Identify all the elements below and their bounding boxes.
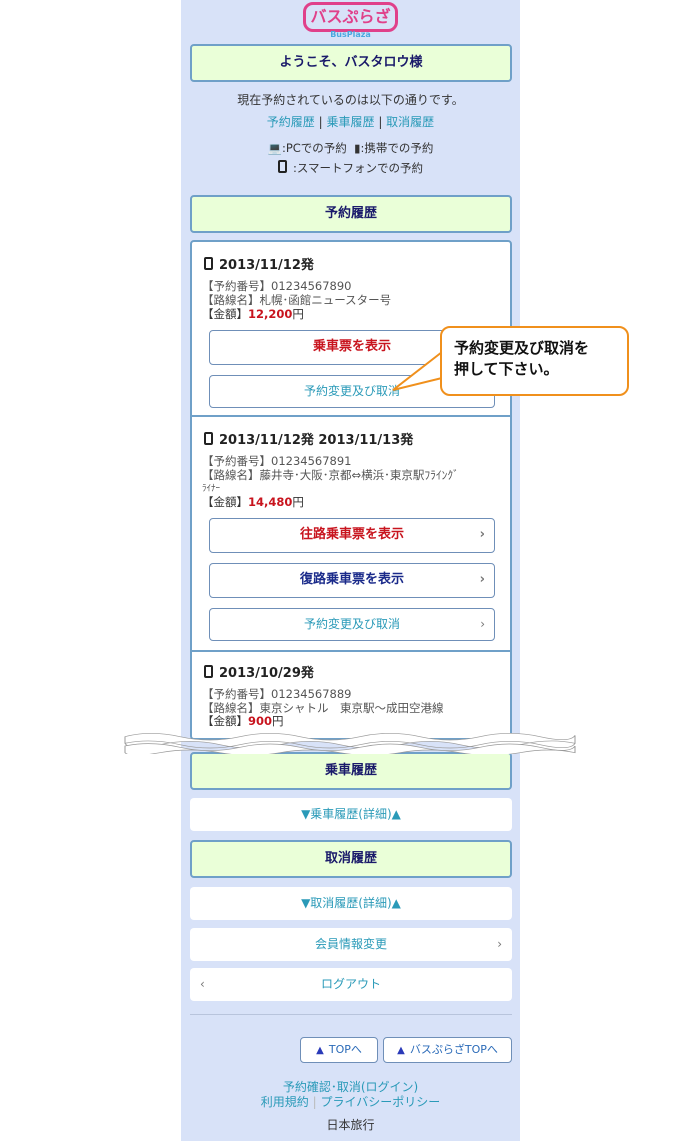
mobile-page: バスぷらざ BusPlaza ようこそ、バスタロウ様 現在予約されているのは以下… <box>181 0 520 1141</box>
logo-bus-mark: バスぷらざ <box>303 2 398 32</box>
reservation-number: 01234567890 <box>271 279 352 293</box>
legend-mobile: :携帯での予約 <box>360 141 434 155</box>
callout-pointer <box>392 351 443 391</box>
route-name: 東京シャトル 東京駅～成田空港線 <box>259 701 444 715</box>
smartphone-icon <box>204 432 213 445</box>
label: 予約変更及び取消 <box>303 617 400 631</box>
triangle-up-icon: ▲ <box>316 1045 324 1056</box>
departure-date: 2013/11/12発 2013/11/13発 <box>219 433 414 448</box>
amount: 12,200 <box>248 307 293 321</box>
pc-icon: 💻 <box>267 141 282 155</box>
footer-privacy-link[interactable]: プライバシーポリシー <box>320 1095 441 1109</box>
chevron-right-icon: › <box>479 527 485 542</box>
footer-terms-link[interactable]: 利用規約 <box>260 1095 309 1109</box>
label: 【路線名】 <box>202 468 260 482</box>
label: 【予約番号】 <box>202 279 271 293</box>
footer-company: 日本旅行 <box>326 1118 375 1132</box>
divider <box>190 1014 512 1015</box>
legend-pc: :PCでの予約 <box>281 141 347 155</box>
cancel-history-header: 取消履歴 <box>190 840 512 878</box>
label: 【予約番号】 <box>202 454 271 468</box>
label: 【金額】 <box>202 714 248 728</box>
instruction-callout: 予約変更及び取消を 押して下さい。 <box>440 326 629 396</box>
label: 【金額】 <box>202 307 248 321</box>
amount: 14,480 <box>248 495 293 509</box>
boarding-history-header: 乗車履歴 <box>190 752 512 790</box>
chevron-left-icon: ‹ <box>200 977 205 991</box>
label: 復路乗車票を表示 <box>299 572 404 587</box>
welcome-banner: ようこそ、バスタロウ様 <box>190 44 512 82</box>
label: 往路乗車票を表示 <box>299 527 404 542</box>
route-name: 札幌･函館ニュースター号 <box>259 293 392 307</box>
legend-2: :スマートフォンでの予約 <box>181 160 520 176</box>
reservation-card: 2013/11/12発 2013/11/13発 【予約番号】0123456789… <box>192 417 510 652</box>
callout-line: 予約変更及び取消を <box>454 339 590 357</box>
reservation-history-header: 予約履歴 <box>190 195 512 233</box>
triangle-up-icon: ▲ <box>397 1045 405 1056</box>
smartphone-icon <box>204 665 213 678</box>
label: バスぷらざTOPへ <box>409 1043 498 1056</box>
chevron-right-icon: › <box>479 572 485 587</box>
cancel-history-detail-toggle[interactable]: ▼取消履歴(詳細)▲ <box>190 887 512 920</box>
reservation-card: 2013/10/29発 【予約番号】01234567889 【路線名】東京シャト… <box>192 652 510 738</box>
label: ログアウト <box>320 977 381 991</box>
chevron-right-icon: › <box>480 617 485 631</box>
amount: 900 <box>248 714 273 728</box>
route-name: 藤井寺･大阪･京都⇔横浜･東京駅ﾌﾗｲﾝｸﾞ <box>259 468 459 482</box>
legend: 💻:PCでの予約 ▮:携帯での予約 <box>181 140 520 156</box>
change-cancel-button[interactable]: 予約変更及び取消 › <box>209 608 495 641</box>
legend-smartphone: :スマートフォンでの予約 <box>292 161 424 175</box>
logo[interactable]: バスぷらざ BusPlaza <box>181 2 520 40</box>
label: 【予約番号】 <box>202 687 271 701</box>
smartphone-icon <box>277 160 287 173</box>
mobile-phone-icon: ▮ <box>354 141 361 155</box>
logout-button[interactable]: ‹ ログアウト <box>190 968 512 1001</box>
member-info-change-button[interactable]: 会員情報変更 › <box>190 928 512 961</box>
anchor-boarding[interactable]: 乗車履歴 <box>326 115 375 129</box>
page-break-wave <box>124 733 576 754</box>
anchor-links: 予約履歴 | 乗車履歴 | 取消履歴 <box>266 115 435 129</box>
anchor-cancel[interactable]: 取消履歴 <box>386 115 435 129</box>
footer-login-link[interactable]: 予約確認･取消(ログイン) <box>282 1080 419 1094</box>
route-name-cont: ﾗｲﾅｰ <box>202 484 221 494</box>
label: 会員情報変更 <box>314 937 387 951</box>
logo-subtitle: BusPlaza <box>330 30 371 39</box>
anchor-reservations[interactable]: 予約履歴 <box>266 115 315 129</box>
label: 【金額】 <box>202 495 248 509</box>
boarding-history-detail-toggle[interactable]: ▼乗車履歴(詳細)▲ <box>190 798 512 831</box>
smartphone-icon <box>204 257 213 270</box>
label: TOPへ <box>328 1043 362 1056</box>
site-top-button[interactable]: ▲ バスぷらざTOPへ <box>383 1037 512 1063</box>
departure-date: 2013/11/12発 <box>219 258 314 273</box>
chevron-right-icon: › <box>497 937 502 951</box>
reservation-list: 2013/11/12発 【予約番号】01234567890 【路線名】札幌･函館… <box>190 240 512 740</box>
yen: 円 <box>292 495 304 509</box>
show-outbound-ticket-button[interactable]: 往路乗車票を表示 › <box>209 518 495 553</box>
label: 【路線名】 <box>202 293 260 307</box>
separator: | <box>312 1095 317 1109</box>
intro-text: 現在予約されているのは以下の通りです。 <box>237 93 464 107</box>
yen: 円 <box>292 307 304 321</box>
reservation-number: 01234567889 <box>271 687 352 701</box>
yen: 円 <box>272 714 284 728</box>
show-return-ticket-button[interactable]: 復路乗車票を表示 › <box>209 563 495 598</box>
top-button[interactable]: ▲ TOPへ <box>300 1037 378 1063</box>
departure-date: 2013/10/29発 <box>219 666 314 681</box>
callout-line: 押して下さい。 <box>454 360 559 378</box>
label: 【路線名】 <box>202 701 260 715</box>
change-cancel-button[interactable]: 予約変更及び取消 <box>209 375 495 408</box>
reservation-number: 01234567891 <box>271 454 352 468</box>
